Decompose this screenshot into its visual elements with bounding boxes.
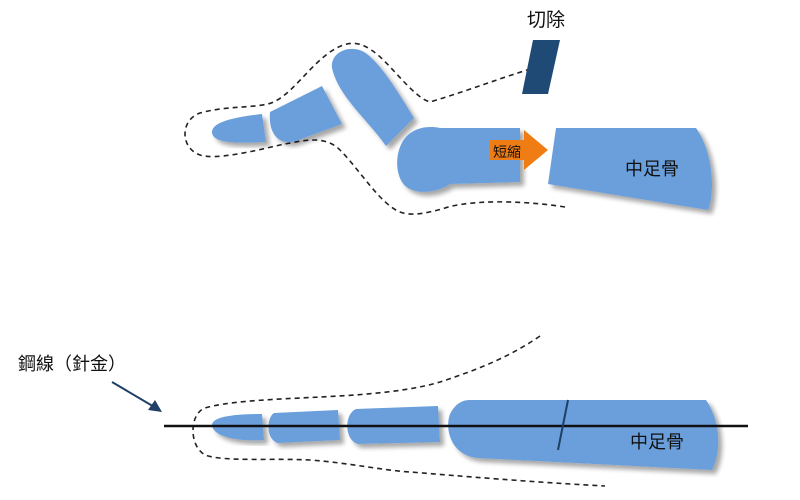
bottom-panel: 鋼線（針金） 中足骨 [18,335,748,487]
metatarsal-label-top: 中足骨 [625,159,679,180]
proximal-phalanx-top [331,48,414,147]
excision-label: 切除 [527,9,565,31]
distal-phalanx-top [212,114,266,143]
top-panel: 切除 短縮 中足骨 [184,9,712,215]
arrow-down-right-icon [111,381,157,409]
middle-phalanx-top [269,86,342,143]
arrow-right-icon [490,130,548,170]
excised-bone-segment [522,40,560,94]
metatarsal-head-top [397,127,520,192]
wire-label: 鋼線（針金） [18,354,126,375]
osteotomy-line [557,399,569,451]
shortening-label: 短縮 [493,145,521,161]
metatarsal-bottom [448,400,719,470]
metatarsal-label-bottom: 中足骨 [630,432,684,453]
metatarsal-shaft-top [548,128,712,210]
pointer-arrow-head [148,400,162,412]
